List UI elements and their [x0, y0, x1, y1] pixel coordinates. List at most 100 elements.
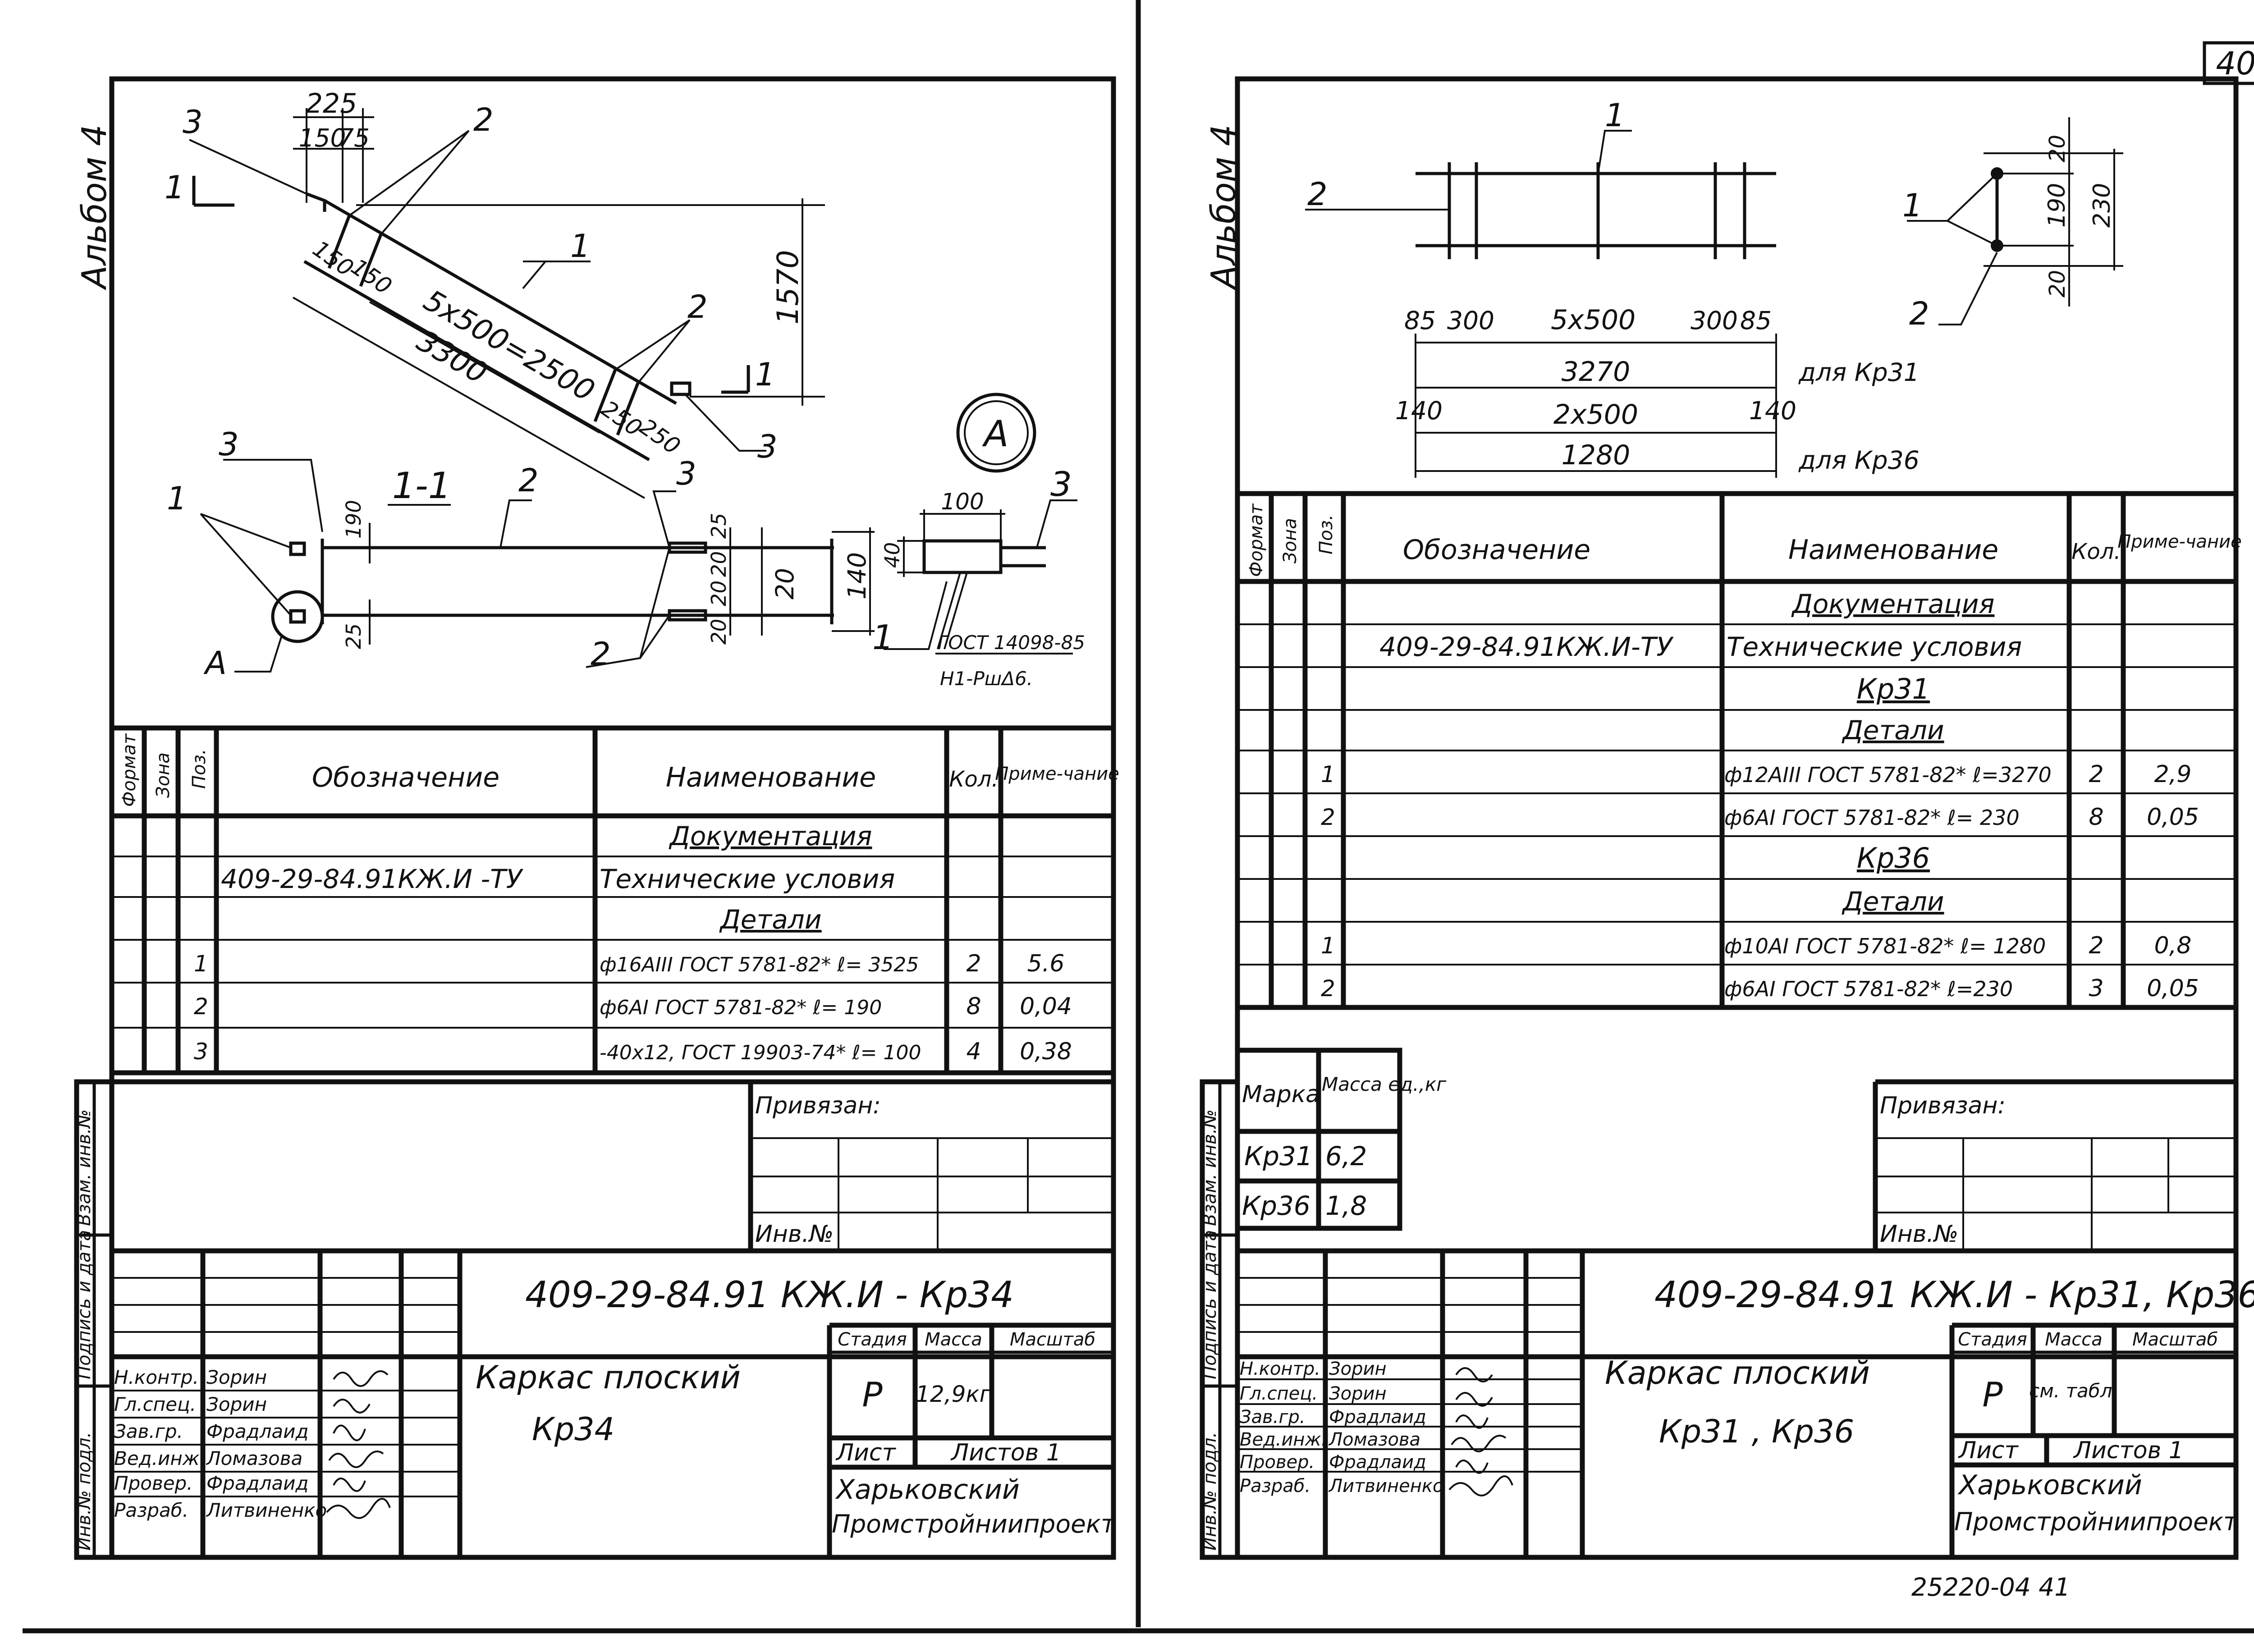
r-side-inv-podl: Инв.№ подл. — [1200, 1432, 1220, 1551]
mass-hdr-mark: Марка — [1242, 1081, 1320, 1108]
signature-4 — [328, 1451, 384, 1468]
org-line2: Промстройниипроект — [832, 1510, 1116, 1538]
signer-name-4: Ломазова — [206, 1447, 302, 1469]
r-scale-hdr: Масштаб — [2132, 1329, 2218, 1350]
mark-3-right: 3 — [757, 428, 778, 465]
r-row2-note: 0,05 — [2147, 804, 2199, 831]
mass-row1-mark: Кр31 — [1244, 1141, 1313, 1172]
r-stage-hdr: Стадия — [1958, 1329, 2027, 1350]
dim-3270: 3270 — [1562, 356, 1631, 388]
dim-20-top: 20 — [2045, 135, 2070, 162]
hdr-qty: Кол. — [949, 767, 998, 792]
r-org-line2: Промстройниипроект — [1954, 1507, 2239, 1536]
sheet-label: Лист — [835, 1439, 896, 1466]
dim-20-a: 25 — [707, 513, 731, 539]
r-sheets-label: Листов 1 — [2073, 1437, 2184, 1464]
dim-20-bottom: 20 — [2045, 270, 2070, 297]
r-signer-role-4: Вед.инж. — [1240, 1429, 1327, 1450]
dim-300-right: 300 — [1690, 306, 1738, 335]
inv-no-label: Инв.№ — [755, 1221, 834, 1248]
left-title-block: 409-29-84.91 КЖ.И - Кр34 Каркас плоский … — [112, 1248, 1116, 1557]
stage-hdr: Стадия — [838, 1329, 907, 1350]
r-row3-name: ф10АI ГОСТ 5781-82* ℓ= 1280 — [1724, 934, 2046, 958]
sheets-label: Листов 1 — [950, 1439, 1061, 1466]
dim-20-b: 20 — [707, 551, 731, 577]
row-tu-designation: 409-29-84.91КЖ.И -ТУ — [221, 864, 524, 894]
signature-3 — [333, 1424, 366, 1441]
r-hdr-note: Приме-чание — [2117, 531, 2242, 552]
hdr-zone: Зона — [153, 752, 174, 798]
signature-1 — [333, 1370, 389, 1387]
section-label: 1-1 — [392, 465, 451, 507]
title-line2: Кр34 — [532, 1411, 614, 1448]
r-row1-qty: 2 — [2089, 761, 2103, 788]
mark-3-section-right: 2 — [591, 636, 611, 673]
right-frame — [1235, 76, 2239, 1560]
row3-name: -40х12, ГОСТ 19903-74* ℓ= 100 — [600, 1041, 921, 1064]
mass-row2-mark: Кр36 — [1242, 1190, 1310, 1221]
signer-name-2: Зорин — [206, 1393, 267, 1415]
r-row2-pos: 2 — [1321, 804, 1335, 830]
r-row1-note: 2,9 — [2154, 761, 2192, 788]
r-row-kr36: Кр36 — [1857, 842, 1930, 874]
dim-40-detail: 40 — [880, 542, 904, 568]
dim-85-right: 85 — [1740, 306, 1772, 335]
hdr-note: Приме-чание — [995, 764, 1119, 784]
left-privyazan: Привязан: Инв.№ — [112, 1079, 1113, 1251]
left-spec-table: Формат Зона Поз. Обозначение Наименовани… — [112, 725, 1119, 1075]
r-stage-value: Р — [1982, 1375, 2003, 1414]
r-signer-name-5: Фрадлаид — [1329, 1452, 1426, 1473]
r-row4-note: 0,05 — [2147, 975, 2199, 1002]
right-album-label: Альбом 4 — [1204, 124, 1243, 290]
row3-note: 0,38 — [1020, 1038, 1072, 1065]
r-row2-name: ф6АI ГОСТ 5781-82* ℓ= 230 — [1724, 805, 2020, 830]
scale-hdr: Масштаб — [1010, 1329, 1095, 1350]
mark-2-right: 2 — [687, 288, 708, 325]
r-signature-2 — [1455, 1392, 1493, 1407]
r-row-details-1: Детали — [1841, 715, 1944, 746]
mass-hdr: Масса — [925, 1329, 982, 1350]
signature-6 — [326, 1498, 391, 1519]
r-hdr-format: Формат — [1246, 503, 1267, 577]
r-mass-value: см. табл. — [2029, 1380, 2118, 1402]
r-row2-qty: 8 — [2089, 804, 2103, 831]
r-org-line1: Харьковский — [1957, 1469, 2142, 1501]
signer-role-1: Н.контр. — [114, 1366, 199, 1388]
side-inv-podl: Инв.№ подл. — [74, 1432, 95, 1551]
r-signer-role-6: Разраб. — [1240, 1476, 1310, 1496]
row2-qty: 8 — [966, 993, 981, 1020]
label-for-kr36: для Кр36 — [1798, 446, 1920, 475]
dim-230: 230 — [2089, 183, 2116, 228]
r-side-vzam: Взам. инв.№ — [1200, 1109, 1220, 1226]
mass-row1-value: 6,2 — [1325, 1141, 1367, 1172]
r-row4-pos: 2 — [1321, 975, 1335, 1002]
dim-140-left: 140 — [1395, 396, 1443, 425]
r-row-kr31: Кр31 — [1857, 673, 1930, 705]
r-row1-pos: 1 — [1321, 761, 1335, 787]
label-for-kr31: для Кр31 — [1798, 358, 1920, 387]
mark-1-section: 1 — [1902, 187, 1923, 224]
r-signer-name-3: Фрадлаид — [1329, 1407, 1426, 1428]
mark-2-elev: 2 — [1307, 176, 1328, 213]
row2-note: 0,04 — [1020, 993, 1072, 1020]
r-row-tu-name: Технические условия — [1727, 632, 2022, 662]
dim-1570: 1570 — [771, 250, 805, 325]
page-number: 40 — [2216, 45, 2254, 82]
mark-1-section: 2 — [518, 462, 539, 499]
section-mark-1-right: 1 — [755, 356, 775, 393]
dim-225: 225 — [306, 88, 357, 119]
dim-85-left: 85 — [1404, 306, 1436, 335]
row1-qty: 2 — [966, 950, 981, 977]
dim-1280: 1280 — [1562, 439, 1631, 471]
r-signer-role-1: Н.контр. — [1240, 1359, 1320, 1379]
signer-role-2: Гл.спец. — [114, 1393, 196, 1415]
dim-2x500: 2x500 — [1553, 399, 1638, 430]
right-title-block: 409-29-84.91 КЖ.И - Кр31, Кр36 Каркас пл… — [1237, 1248, 2254, 1557]
r-hdr-name: Наименование — [1788, 534, 1998, 566]
left-sheet: Альбом 4 225 150 75 — [74, 76, 1119, 1560]
hdr-designation: Обозначение — [312, 762, 499, 793]
right-mass-table: Марка Масса ед.,кг Кр31 6,2 Кр36 1,8 — [1235, 1048, 1447, 1231]
r-mass-hdr: Масса — [2045, 1329, 2103, 1350]
section-mark-1-left: 1 — [165, 169, 185, 206]
